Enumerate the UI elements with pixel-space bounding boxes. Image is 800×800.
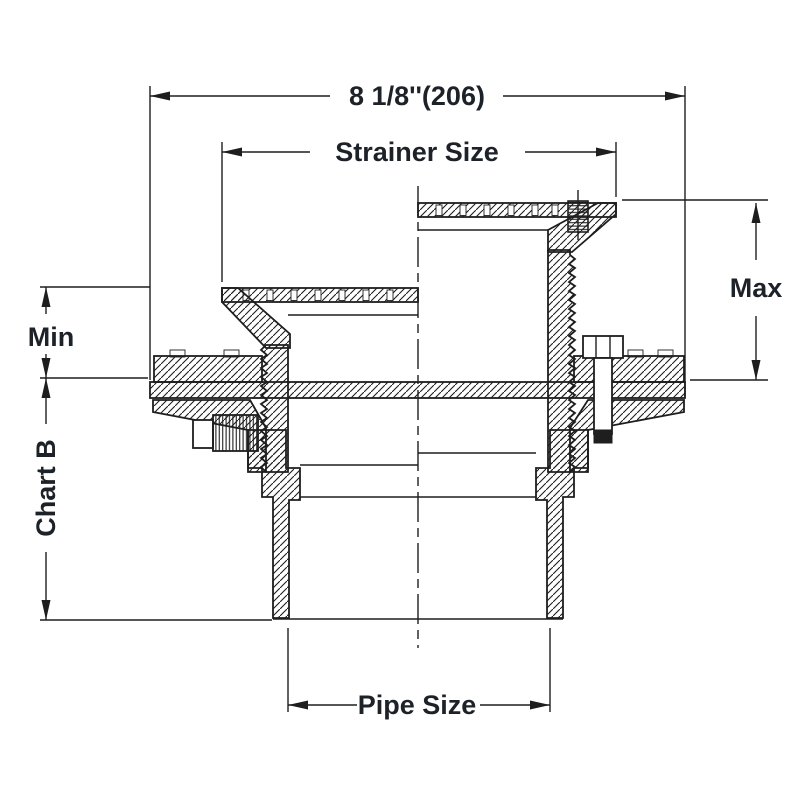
dimension-chart-b: Chart B (31, 378, 272, 621)
dimension-min: Min (28, 286, 150, 379)
strainer-head-left-min-position (221, 287, 419, 473)
dim-label-chart-b: Chart B (31, 439, 61, 537)
clamp-ring-left (153, 349, 263, 383)
dim-label-max: Max (730, 273, 783, 303)
arrowhead-down (41, 600, 51, 620)
bolt-shank (593, 357, 613, 435)
threaded-collar-right (547, 249, 577, 473)
arrowhead-right (530, 700, 550, 710)
clamp-bolt (582, 335, 624, 444)
arrowhead-right (665, 91, 685, 101)
grate-slots-right (435, 204, 559, 216)
plug-head (192, 419, 214, 449)
bolt-nut (593, 429, 613, 444)
arrowhead-down (41, 358, 51, 378)
dimension-overall-width: 8 1/8''(206) (149, 81, 686, 396)
dimension-strainer-size: Strainer Size (221, 137, 617, 282)
arrowhead-up (41, 287, 51, 307)
grate-set-screw (567, 190, 589, 240)
dimension-max: Max (622, 199, 783, 381)
bolt-head (582, 335, 624, 359)
grate-slots-left (242, 289, 394, 301)
plug-threads (212, 414, 259, 452)
arrowhead-left (150, 91, 170, 101)
arrowhead-right (596, 147, 616, 157)
side-plug (192, 414, 259, 452)
arrowhead-up (41, 378, 51, 398)
dim-label-pipe-size: Pipe Size (358, 690, 477, 720)
strainer-head-right-max-position (417, 190, 617, 473)
arrowhead-left (222, 147, 242, 157)
arrowhead-up (751, 203, 761, 223)
arrowhead-down (751, 360, 761, 380)
dim-label-min: Min (28, 322, 75, 352)
dim-label-strainer-size: Strainer Size (335, 137, 499, 167)
dimension-pipe-size: Pipe Size (287, 628, 551, 720)
threaded-collar-left (259, 344, 289, 473)
arrowhead-left (288, 700, 308, 710)
dim-label-overall-width: 8 1/8''(206) (349, 81, 485, 111)
strainer-rim-left (221, 287, 291, 349)
